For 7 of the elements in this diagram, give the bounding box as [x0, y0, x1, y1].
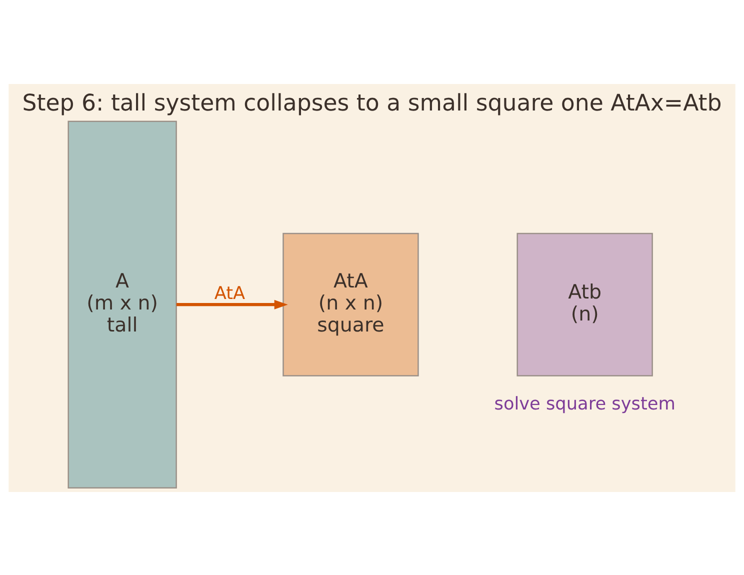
edge-label: AtA	[214, 284, 246, 304]
node-box: Atb (n)	[516, 232, 653, 376]
node-box: A (m x n) tall	[68, 120, 177, 488]
diagram-title: Step 6: tall system collapses to a small square one AtAx=Atb	[22, 90, 722, 116]
arrow	[176, 299, 288, 309]
node-box: AtA (n x n) square	[282, 232, 419, 376]
node-label: solve square system	[494, 394, 676, 414]
